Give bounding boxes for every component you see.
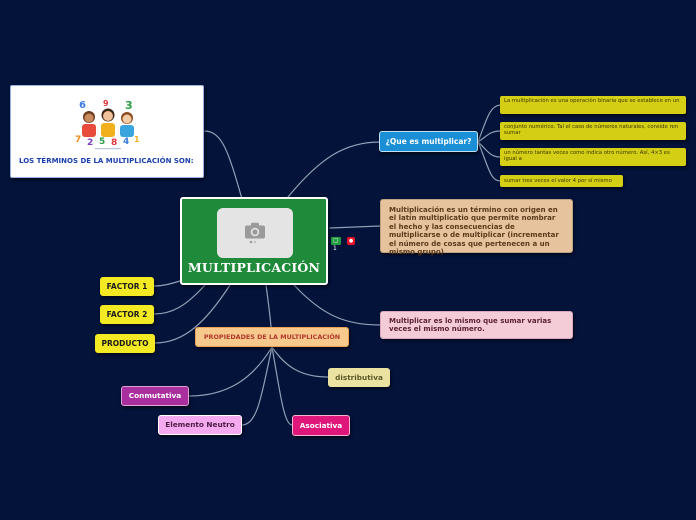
que-es-multiplicar-node[interactable]: ¿Que es multiplicar?: [379, 131, 478, 152]
central-topic[interactable]: MULTIPLICACIÓN: [180, 197, 328, 285]
producto-node[interactable]: PRODUCTO: [95, 334, 155, 353]
definition-leaf-1[interactable]: La multiplicación es una operación binar…: [500, 96, 686, 114]
definition-leaf-4[interactable]: sumar tres veces el valor 4 por sí mismo: [500, 175, 623, 187]
link-central-producto: [154, 284, 231, 344]
link-que-def1: [477, 104, 501, 143]
link-que-def3: [477, 141, 501, 158]
link-central-whitecard: [204, 130, 243, 200]
svg-text:9: 9: [103, 99, 109, 108]
link-prop-neutro: [241, 346, 273, 426]
link-central-propiedades: [265, 284, 272, 328]
factor-2-node[interactable]: FACTOR 2: [100, 305, 154, 324]
definition-leaf-3[interactable]: un número tantas veces como indica otro …: [500, 148, 686, 166]
distributiva-node[interactable]: distributiva: [328, 368, 390, 387]
link-que-def2: [477, 130, 501, 143]
asociativa-node[interactable]: Asociativa: [292, 415, 350, 436]
camera-icon: [245, 222, 265, 239]
conmutativa-node[interactable]: Conmutativa: [121, 386, 189, 406]
link-central-factor2: [153, 284, 206, 315]
flag-icon[interactable]: ●: [347, 237, 355, 245]
link-central-tan: [329, 225, 381, 229]
notes-count: 1: [333, 245, 337, 252]
elemento-neutro-node[interactable]: Elemento Neutro: [158, 415, 242, 435]
svg-text:6: 6: [79, 100, 86, 111]
svg-text:1: 1: [134, 135, 140, 144]
svg-text:5: 5: [99, 137, 105, 147]
svg-text:8: 8: [111, 138, 117, 148]
notes-count-badge[interactable]: ▢ 1: [331, 237, 341, 252]
svg-text:7: 7: [75, 135, 81, 145]
svg-text:3: 3: [125, 99, 133, 112]
image-placeholder: [217, 208, 293, 258]
svg-text:2: 2: [87, 138, 93, 148]
terms-intro-caption: LOS TÉRMINOS DE LA MULTIPLICACIÓN SON:: [19, 157, 194, 165]
link-central-pink: [293, 284, 381, 326]
svg-text:4: 4: [123, 137, 129, 147]
definition-note[interactable]: Multiplicar es lo mismo que sumar varias…: [380, 311, 573, 339]
terms-intro-card[interactable]: 6 3 9 7 2 5 8 4 1 LOS TÉRMINOS DE LA MUL…: [10, 85, 204, 178]
link-que-def4: [477, 141, 501, 182]
link-prop-conmutativa: [188, 346, 273, 397]
link-central-que: [287, 141, 381, 198]
carousel-dots-icon: [249, 240, 257, 244]
etymology-note[interactable]: Multiplicación es un término con origen …: [380, 199, 573, 256]
propiedades-node[interactable]: PROPIEDADES DE LA MULTIPLICACIÓN: [195, 327, 349, 347]
definition-leaf-2[interactable]: conjunto numérico. Tal el caso de número…: [500, 122, 686, 140]
link-prop-distributiva: [271, 346, 329, 378]
link-prop-asociativa: [271, 346, 293, 426]
children-with-numbers-icon: 6 3 9 7 2 5 8 4 1: [75, 99, 140, 150]
central-topic-title: MULTIPLICACIÓN: [187, 260, 321, 275]
link-central-factor1: [153, 280, 181, 287]
factor-1-node[interactable]: FACTOR 1: [100, 277, 154, 296]
